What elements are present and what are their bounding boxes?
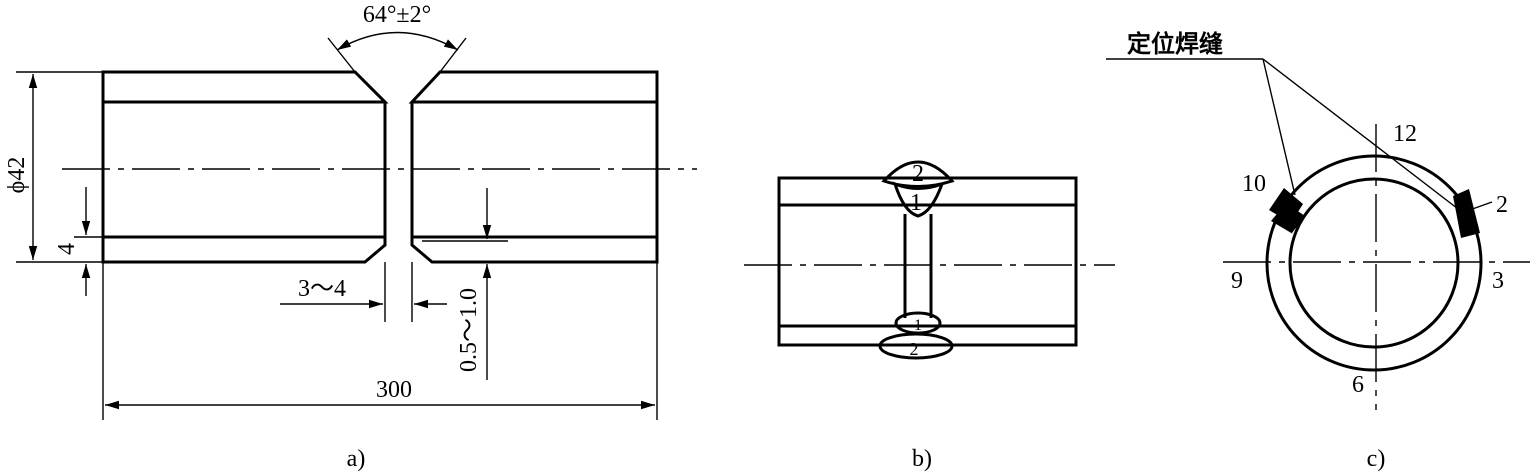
tack-weld-2-fill: [1453, 189, 1480, 238]
top-right-wall: [408, 70, 659, 104]
bottom-pass-1-label: 1: [914, 317, 922, 334]
outer-circle: [1265, 154, 1483, 372]
clock-6-label: 6: [1352, 372, 1364, 398]
clock-9-label: 9: [1231, 268, 1243, 294]
angle-label: 64°±2°: [363, 2, 431, 28]
inner-circle: [1288, 177, 1460, 349]
bottom-pass-2-label: 2: [910, 339, 919, 359]
clock-12-label: 12: [1393, 121, 1417, 147]
top-pass-1-label: 1: [910, 190, 922, 216]
clock-2-label: 2: [1496, 192, 1508, 218]
top-wall: [777, 176, 1078, 207]
tack-weld-10-fill: [1269, 188, 1303, 223]
caption-b: b): [912, 446, 932, 472]
figure-b: 2 1 1 2 b): [744, 160, 1115, 472]
clock-3-label: 3: [1492, 268, 1504, 294]
root-face-label: 0.5～1.0: [456, 288, 482, 372]
caption-a: a): [347, 446, 366, 472]
bottom-wall: [777, 324, 1078, 347]
tack-weld-label: 定位焊缝: [1127, 30, 1223, 58]
top-weld-pass-1: [892, 181, 945, 218]
caption-c: c): [1367, 446, 1386, 472]
gap-label: 3～4: [298, 276, 346, 302]
diameter-label: ϕ42: [4, 157, 30, 194]
bottom-left-wall: [101, 235, 387, 264]
figure-c: 定位焊缝 12 10 2 9 3 6 c): [1106, 30, 1530, 472]
length-label: 300: [376, 377, 412, 403]
clock-10-label: 10: [1242, 171, 1266, 197]
top-left-wall: [101, 70, 389, 104]
thickness-label: 4: [54, 243, 80, 255]
bottom-weld-pass-2: [878, 332, 954, 360]
top-pass-2-label: 2: [912, 161, 924, 187]
bottom-right-wall: [410, 235, 659, 264]
figure-a: 64°±2° ϕ42 4 3～4 0.5～1.0 300 a): [4, 2, 697, 472]
